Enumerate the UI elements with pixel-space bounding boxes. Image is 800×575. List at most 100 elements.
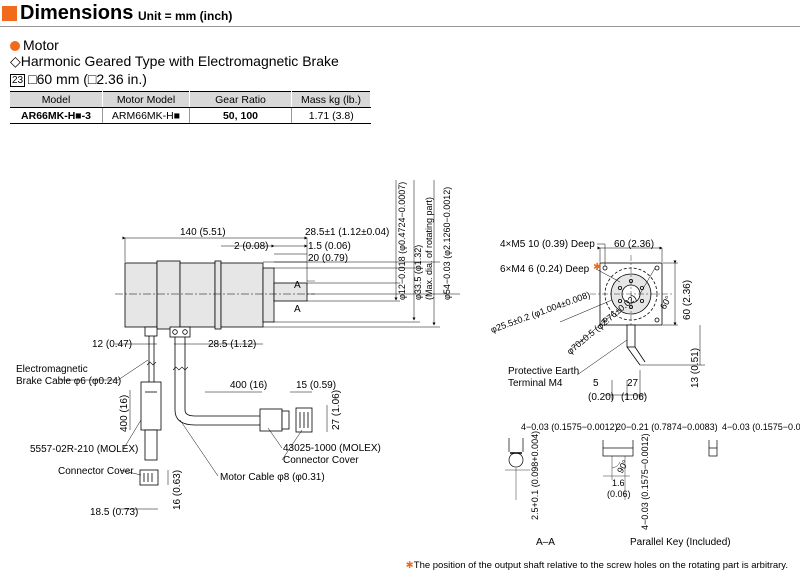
brake-body (124, 262, 158, 328)
type-heading: ◇Harmonic Geared Type with Electromagnet… (10, 53, 339, 69)
dim-length-16v: 16 (0.63) (172, 470, 183, 510)
side-dimension-labels: 140 (5.51) 28.5±1 (1.12±0.04) 2 (0.08) 1… (90, 182, 452, 518)
dim-length-18-5: 18.5 (0.73) (90, 507, 138, 518)
col-gear-ratio: Gear Ratio (189, 91, 292, 108)
table-header-row: Model Motor Model Gear Ratio Mass kg (lb… (10, 91, 371, 108)
key-side (602, 447, 634, 457)
cell-gear-ratio: 50, 100 (189, 107, 292, 124)
dim-terminal-27: 27 (627, 378, 639, 389)
label-brake-cable-dia: Brake Cable φ6 (φ0.24) (16, 376, 121, 387)
brake-connector-plug (144, 429, 158, 461)
motor-front-view (590, 255, 672, 366)
spec-table: Model Motor Model Gear Ratio Mass kg (lb… (10, 91, 371, 124)
label-motor-cable: Motor Cable φ8 (φ0.31) (220, 472, 325, 483)
asterisk-icon: ✱ (593, 262, 601, 273)
dim-length-400b: 400 (16) (119, 395, 130, 432)
dim-key-width-a: 4−0.03 (0.1575−0.0012) (521, 422, 618, 432)
cell-model: AR66MK-H■-3 (10, 107, 103, 124)
label-brake-connector: 5557-02R-210 (MOLEX) (30, 444, 138, 455)
connector-cover-left-shape (139, 469, 159, 486)
cell-motor-model: ARM66MK-H■ (102, 107, 190, 124)
dim-shaft-dia: φ12−0.018 (φ0.4724−0.0007) (397, 182, 407, 300)
dim-spigot-dia: φ54−0.03 (φ2.1260−0.0012) (442, 187, 452, 300)
frame-size: 23□60 mm (□2.36 in.) (10, 71, 147, 87)
dim-length-20: 20 (0.79) (308, 253, 348, 264)
dim-pcd-25-5: φ25.5±0.2 (φ1.004±0.008) (489, 290, 591, 335)
dim-length-15: 15 (0.59) (296, 380, 336, 391)
size-number-badge: 23 (10, 74, 26, 87)
dim-length-27v: 27 (1.06) (331, 390, 342, 430)
brake-cable-outlet (144, 326, 158, 337)
label-terminal-m4: Terminal M4 (508, 378, 563, 389)
unit-note: Unit = mm (inch) (138, 9, 233, 23)
motor-cable (174, 337, 260, 426)
label-connector-cover-right: Connector Cover (283, 455, 359, 466)
dim-length-28-5b: 28.5 (1.12) (208, 339, 256, 350)
output-shaft (273, 282, 308, 302)
asterisk-icon: ✱ (405, 560, 414, 571)
dim-terminal-5-inch: (0.20) (588, 392, 614, 403)
col-motor-model: Motor Model (102, 91, 190, 108)
table-row: AR66MK-H■-3 ARM66MK-H■ 50, 100 1.71 (3.8… (10, 107, 371, 124)
dim-length-400a: 400 (16) (230, 380, 267, 391)
front-labels: 4×M5 10 (0.39) Deep 60 (2.36) 6×M4 6 (0.… (489, 239, 701, 403)
gear-body (220, 262, 264, 328)
dim-terminal-27-inch: (1.06) (621, 392, 647, 403)
shaft-section (508, 452, 524, 468)
col-model: Model (10, 91, 103, 108)
label-brake-cable: Electromagnetic (16, 364, 88, 375)
motor-flange (156, 260, 181, 330)
footnote-text: The position of the output shaft relativ… (413, 560, 788, 571)
dim-length-12: 12 (0.47) (92, 339, 132, 350)
label-hole-m5: 4×M5 10 (0.39) Deep (500, 239, 595, 250)
section-a-top: A (294, 280, 301, 291)
dim-front-height: 60 (2.36) (682, 280, 693, 320)
label-section-aa: A–A (536, 537, 555, 548)
dim-length-1-5: 1.5 (0.06) (308, 241, 351, 252)
dim-key-angle: 90° (615, 458, 631, 475)
motor-heading: Motor (10, 37, 59, 53)
header-divider (0, 26, 800, 27)
dim-rotating-note: (Max. dia. of rotating part) (424, 197, 434, 300)
dim-terminal-5: 5 (593, 378, 599, 389)
label-protective-earth: Protective Earth (508, 366, 579, 377)
dim-rotating-dia: φ33.5 (φ1.32) (413, 245, 423, 300)
dim-key-chamfer: 1.6 (612, 478, 625, 488)
dim-key-width-b: 4−0.03 (0.1575−0.0012) (722, 422, 800, 432)
motor-side-view (115, 260, 315, 486)
dim-key-height: 4−0.03 (0.1575−0.0012) (640, 433, 650, 530)
dim-key-length: 20−0.21 (0.7874−0.0083) (616, 422, 718, 432)
side-callouts: Electromagnetic Brake Cable φ6 (φ0.24) 5… (16, 364, 381, 483)
key-end (708, 447, 718, 457)
bullet-icon (10, 41, 20, 51)
brake-connector (140, 381, 162, 431)
label-motor-connector: 43025-1000 (MOLEX) (283, 443, 381, 454)
label-hole-m4: 6×M4 6 (0.24) Deep (500, 264, 590, 275)
label-connector-cover-left: Connector Cover (58, 466, 134, 477)
motor-cable-outlet (169, 326, 191, 338)
screw-icon (182, 329, 188, 335)
dim-length-140: 140 (5.51) (180, 227, 226, 238)
dim-length-2: 2 (0.08) (234, 241, 268, 252)
dim-front-width: 60 (2.36) (614, 239, 654, 250)
section-labels: 4−0.03 (0.1575−0.0012) 20−0.21 (0.7874−0… (521, 422, 800, 548)
footnote: ✱The position of the output shaft relati… (406, 560, 788, 571)
side-leaders (60, 359, 303, 477)
page-title: Dimensions (20, 2, 134, 24)
motor-connector (259, 408, 283, 432)
dim-key-chamfer-inch: (0.06) (607, 489, 631, 499)
section-marker (2, 6, 17, 21)
dim-terminal-height: 13 (0.51) (690, 348, 701, 388)
section-views (505, 438, 718, 500)
motor-cable (184, 337, 260, 417)
earth-terminal (626, 324, 636, 348)
side-dimension-lines (115, 180, 460, 510)
label-parallel-key: Parallel Key (Included) (630, 537, 731, 548)
screw-icon (172, 329, 178, 335)
cell-mass: 1.71 (3.8) (291, 107, 371, 124)
gear-flange (214, 260, 222, 330)
rotating-part (262, 267, 275, 323)
section-a-bottom: A (294, 304, 301, 315)
dim-keyway-depth: 2.5+0.1 (0.098+0.004) (530, 431, 540, 520)
